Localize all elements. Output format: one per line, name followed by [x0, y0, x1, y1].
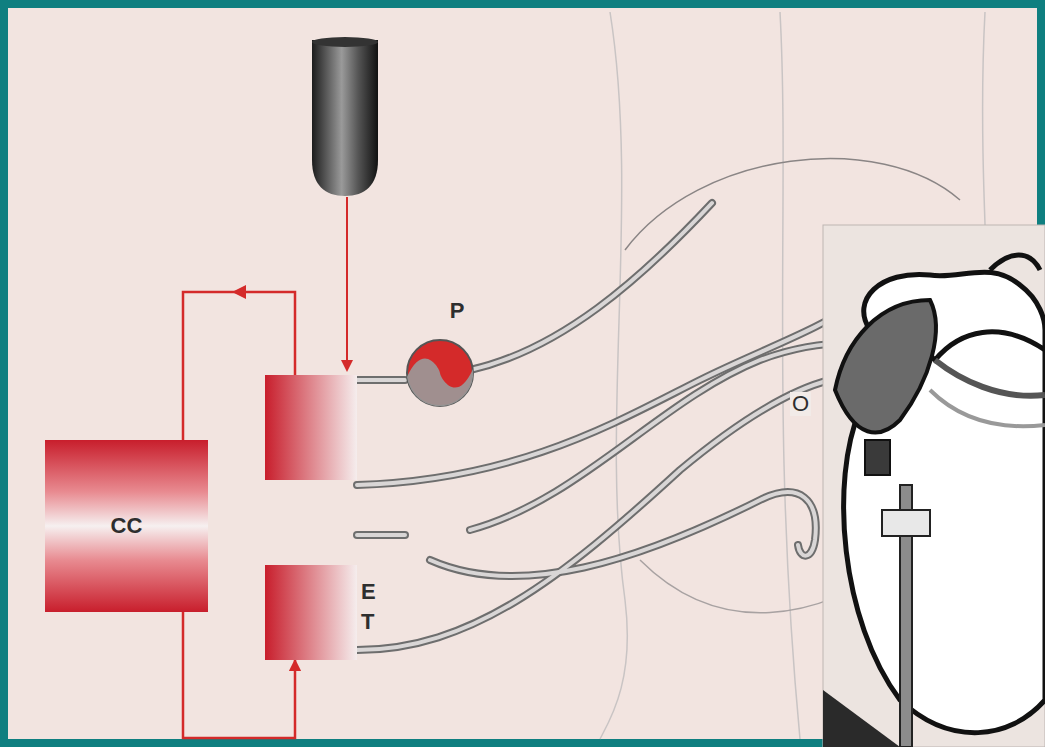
reservoir-cup: [312, 37, 378, 372]
pump-rotor: [407, 340, 473, 406]
pump-symbol: [405, 338, 475, 408]
node-label: E T: [361, 577, 379, 636]
feed-line: [346, 197, 348, 362]
exchanger-cartridge: [265, 565, 357, 660]
part-label: O: [790, 392, 811, 416]
exchanger-box: [265, 375, 357, 480]
pump-node: P: [400, 298, 484, 408]
exchanger-box: E T: [265, 565, 387, 660]
tubes: [357, 203, 880, 650]
node-label: P: [400, 298, 484, 324]
control-box: CC: [45, 440, 208, 612]
pump-wave: [407, 358, 473, 406]
node-label: CC: [111, 513, 143, 539]
heart-inset: [823, 225, 1045, 747]
